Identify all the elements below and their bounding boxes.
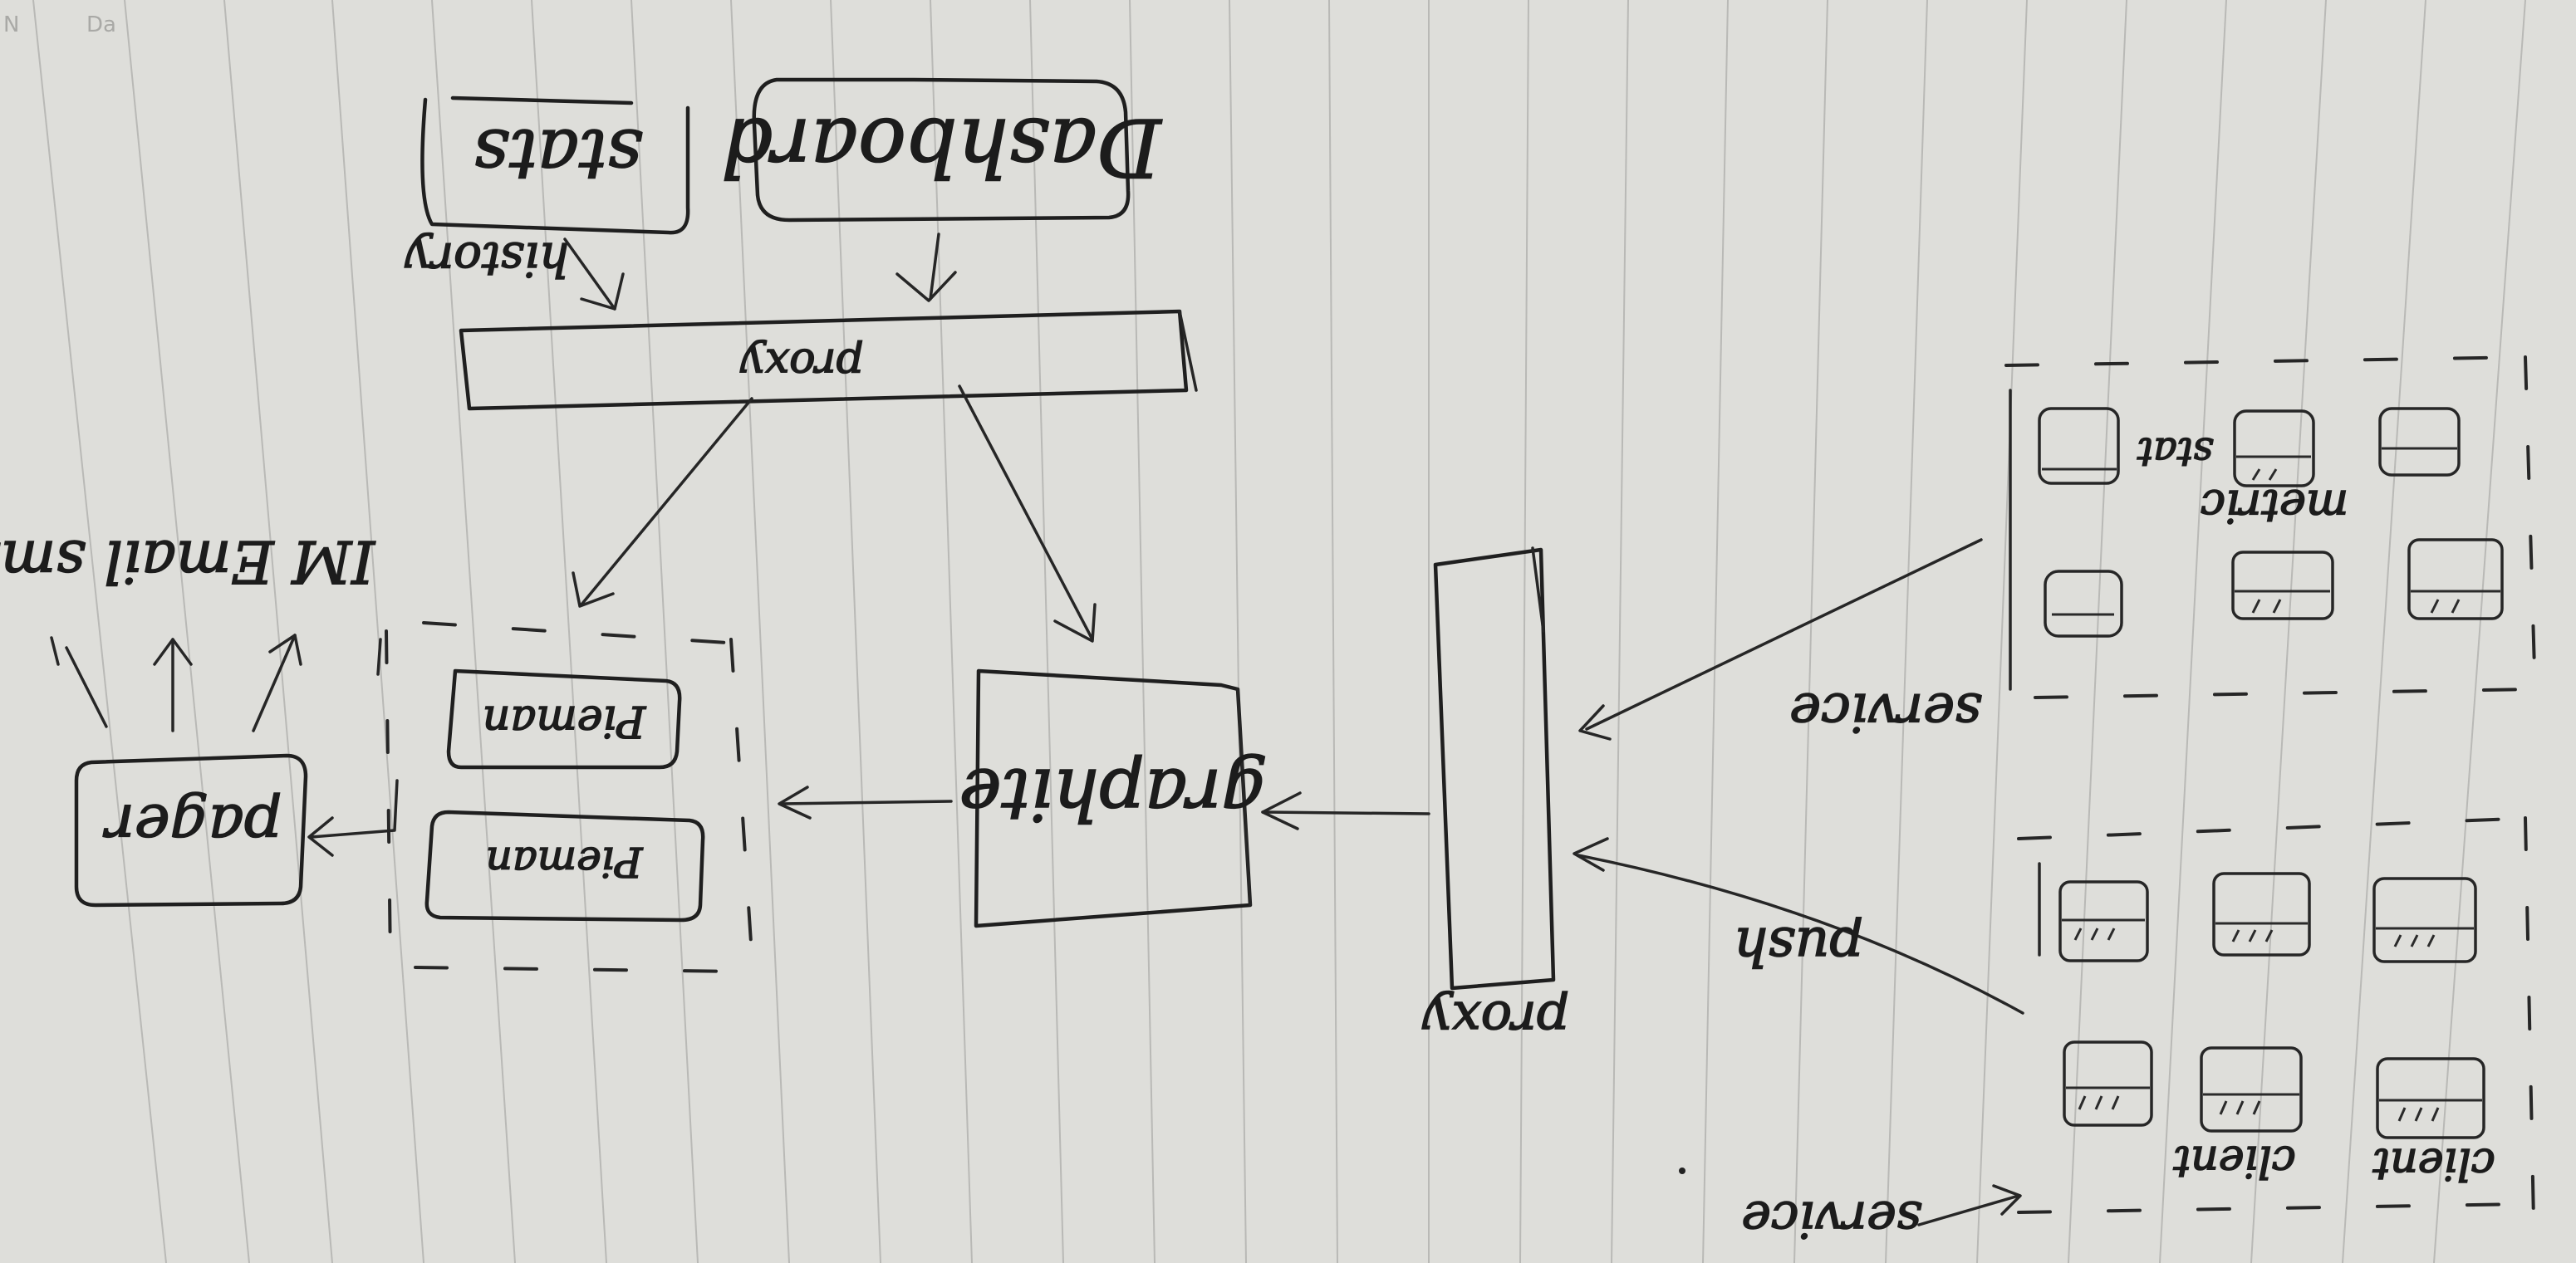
pager-label: pager — [103, 791, 282, 861]
history-label: history — [404, 232, 569, 286]
service-bottom-cluster — [2017, 816, 2535, 1222]
proxy-right-label: proxy — [1422, 990, 1570, 1050]
instance-box — [2372, 877, 2477, 963]
instance-box — [2378, 407, 2461, 477]
service-bottom-label: service — [1741, 1190, 1921, 1248]
instance-box — [2058, 880, 2149, 962]
pager-box — [74, 753, 308, 908]
arrow-proxy-to-pieman — [572, 397, 753, 608]
graphite-box — [974, 668, 1253, 928]
instance-box — [2231, 551, 2334, 620]
pieman-top-label: Pieman — [483, 696, 646, 746]
pieman-bottom-box — [424, 810, 705, 923]
stat-small-label: stat — [2137, 428, 2214, 475]
dashboard-label: Dashboard — [721, 100, 1162, 193]
service-bottom-instances — [2058, 872, 2485, 1139]
arrow-proxy-to-graphite — [958, 384, 1097, 643]
instance-box — [2063, 1040, 2153, 1127]
proxy-top-box — [459, 309, 1198, 411]
instance-box — [2038, 407, 2120, 485]
pieman-bottom-label: Pieman — [486, 838, 644, 886]
margin-mark-2: Da — [86, 12, 116, 37]
graphite-label: graphite — [959, 752, 1268, 835]
instance-box — [2200, 1046, 2303, 1133]
metric-label: metric — [2201, 480, 2348, 532]
instance-box — [2212, 872, 2311, 957]
proxy-right-box — [1433, 546, 1556, 991]
service-top-instances — [2038, 407, 2504, 638]
arrow-pieman-to-pager — [307, 638, 399, 857]
notify-arrows — [50, 634, 302, 732]
push-label: push — [1734, 915, 1863, 977]
pieman-top-box — [446, 668, 682, 770]
instance-box — [2407, 538, 2504, 620]
instance-box — [2376, 1057, 2485, 1139]
arrow-proxy-to-graphite-horiz — [1261, 791, 1430, 830]
arrow-service-bottom-to-proxy — [1573, 837, 2024, 1015]
arrow-stats-to-proxy — [563, 237, 625, 311]
notify-label: IM Email sms — [0, 527, 376, 595]
client-label-2: client — [2372, 1138, 2495, 1188]
service-top-cluster — [2004, 355, 2537, 699]
dashboard-box — [752, 77, 1131, 223]
service-top-label: service — [1789, 681, 1982, 742]
stats-box — [420, 95, 690, 235]
pieman-cluster-dashed — [385, 621, 753, 973]
arrow-dashboard-to-proxy — [895, 233, 957, 302]
stats-label: stats — [473, 114, 643, 195]
client-label-1: client — [2173, 1136, 2296, 1186]
ink-dot — [1679, 1168, 1685, 1174]
instance-box — [2044, 570, 2123, 638]
proxy-top-label: proxy — [740, 339, 864, 389]
arrow-graphite-to-pieman — [778, 786, 953, 820]
margin-mark-1: N — [3, 12, 19, 37]
instance-box — [2233, 409, 2315, 487]
arrow-service-bottom-label — [1917, 1184, 2022, 1226]
arrow-service-top-to-proxy — [1578, 538, 1983, 741]
